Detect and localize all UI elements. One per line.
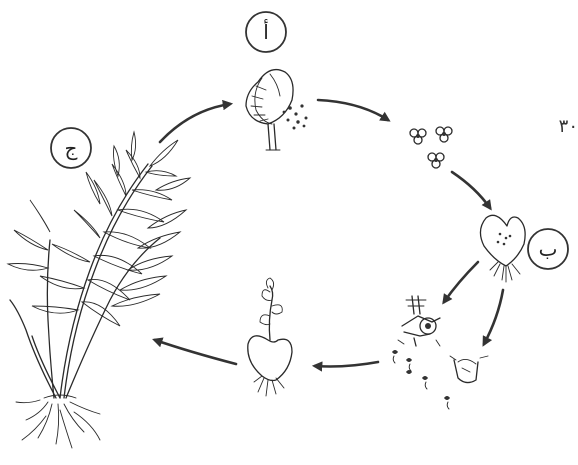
svg-text:ب: ب (539, 237, 558, 261)
young-sporophyte-illustration (248, 278, 292, 396)
arrow-fertilization-to-young-sporophyte (315, 362, 378, 367)
label-b: ب (528, 229, 568, 269)
gametangia-illustration (392, 296, 488, 409)
arrow-spores-to-prothallus (452, 172, 490, 208)
arrow-young-sporophyte-to-plant (155, 340, 236, 364)
arrow-prothallus-to-antheridium (484, 290, 503, 344)
arrow-plant-to-sporangium (160, 104, 230, 142)
label-a: أ (246, 12, 286, 52)
label-c: ج (51, 128, 91, 168)
cycle-arrows (155, 100, 503, 367)
corner-number: ٣٠ (559, 116, 578, 137)
spore-tetrads (410, 127, 452, 168)
prothallus-illustration (480, 215, 525, 282)
arrow-sporangium-to-spores (318, 100, 388, 120)
svg-text:أ: أ (263, 19, 269, 44)
arrow-prothallus-to-archegonium (444, 262, 478, 302)
mature-fern-illustration (8, 132, 190, 448)
svg-text:ج: ج (65, 136, 78, 160)
sporangium-illustration (246, 70, 308, 150)
